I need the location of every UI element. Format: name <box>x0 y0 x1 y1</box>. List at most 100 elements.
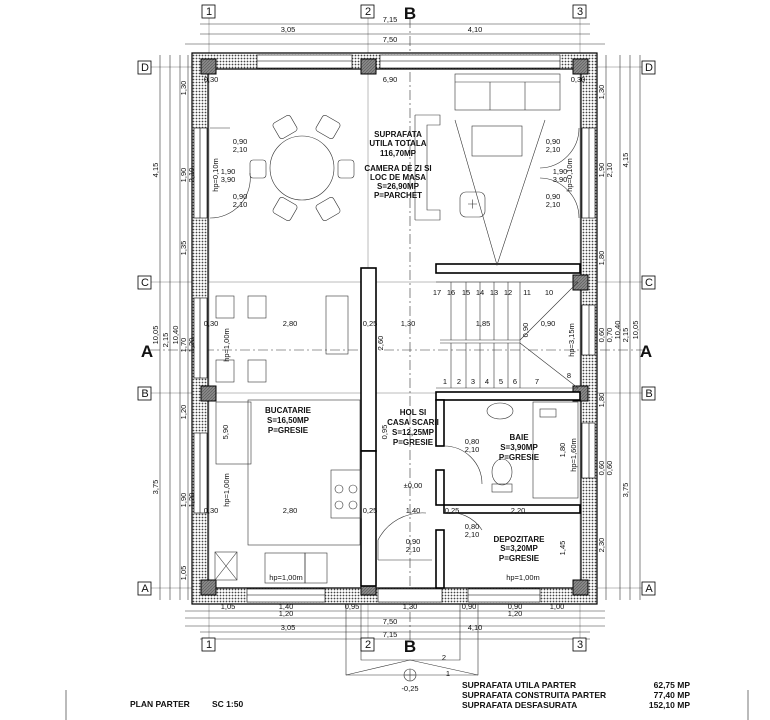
summary-label: SUPRAFATA DESFASURATA <box>462 700 577 710</box>
grid-axis-label: 2 <box>365 639 371 651</box>
dimension-label: 1,45 <box>558 541 567 556</box>
sill-height-label: hp=1,00m <box>506 573 540 582</box>
step-number: 1 <box>446 669 450 678</box>
plan-title: PLAN PARTER <box>130 699 190 709</box>
dimension-label: 7,50 <box>383 617 398 626</box>
dimension-label: 10,40 <box>613 321 622 340</box>
dimension-label: 2,80 <box>283 319 298 328</box>
exterior-walls <box>191 52 598 605</box>
interior-walls <box>360 263 581 589</box>
dimension-label: 0,90 <box>508 602 523 611</box>
room-label-living: CAMERA DE ZI SI <box>364 164 431 173</box>
stair-step-number: 7 <box>535 377 539 386</box>
dimension-label: 1,80 <box>597 251 606 266</box>
room-label-living: LOC DE MASA <box>370 173 426 182</box>
room-label-living: S=26,90MP <box>377 182 420 191</box>
stair-step-number: 17 <box>433 288 441 297</box>
dimension-label: 0,60 <box>605 461 614 476</box>
grid-axis-label: D <box>141 62 149 74</box>
step-number: 2 <box>442 653 446 662</box>
dimension-label: 10,05 <box>631 321 640 340</box>
door-size: 0,80 <box>465 522 480 531</box>
window-size: 1,90 <box>221 167 236 176</box>
stair-step-number: 13 <box>490 288 498 297</box>
sill-height-label: hp=3,15m <box>567 323 576 357</box>
dimension-label: 0,60 <box>597 328 606 343</box>
room-label-bath: S=3,90MP <box>500 443 538 452</box>
window-size: 1,90 <box>553 167 568 176</box>
section-marker-b: B <box>404 637 416 656</box>
dimension-label: 1,90 <box>179 168 188 183</box>
door-size: 2,10 <box>406 545 421 554</box>
entry-level-label: -0,25 <box>401 684 418 693</box>
room-label-hall: HOL SI <box>400 408 427 417</box>
dimension-label: 0,90 <box>462 602 477 611</box>
dimension-label: 1,40 <box>279 602 294 611</box>
dimension-label: 10,40 <box>171 326 180 345</box>
dimension-label: 0,95 <box>345 602 360 611</box>
dimension-label: 1,20 <box>279 609 294 618</box>
room-label-living: P=PARCHET <box>374 191 422 200</box>
dimension-label: 0,90 <box>521 323 530 338</box>
dimension-label: 2,20 <box>511 506 526 515</box>
door-size: 0,90 <box>233 192 248 201</box>
dimension-label: 0,95 <box>380 425 389 440</box>
dimension-label: 7,15 <box>383 15 398 24</box>
dimension-label: 1,20 <box>187 338 196 353</box>
dimension-label: 0,30 <box>204 319 219 328</box>
door-size: 0,90 <box>406 537 421 546</box>
dimension-label: 1,30 <box>597 85 606 100</box>
grid-axis-label: D <box>645 62 653 74</box>
plan-scale: SC 1:50 <box>212 699 243 709</box>
door-size: 2,10 <box>546 200 561 209</box>
dimension-label: 1,70 <box>179 338 188 353</box>
dimension-label: 1,00 <box>550 602 565 611</box>
dimension-label: 4,15 <box>621 153 630 168</box>
dimension-label: 2,80 <box>283 506 298 515</box>
door-size: 2,10 <box>465 530 480 539</box>
stair-treads <box>436 281 579 389</box>
entrance-door <box>377 512 432 561</box>
dining-set <box>249 115 355 221</box>
dimension-label: 2,10 <box>187 168 196 183</box>
door-size: 0,90 <box>233 137 248 146</box>
sill-height-label: hp=1,00m <box>222 328 231 362</box>
room-label-living: UTILA TOTALA <box>369 139 426 148</box>
staircase <box>436 281 579 389</box>
bath-fixtures <box>443 401 579 531</box>
dimension-label: 1,40 <box>406 506 421 515</box>
dimension-label: 3,75 <box>151 480 160 495</box>
summary-label: SUPRAFATA UTILA PARTER <box>462 680 576 690</box>
room-label-kitchen: S=16,50MP <box>267 416 310 425</box>
dimension-label: 10,05 <box>151 326 160 345</box>
dimension-label: 2,10 <box>605 163 614 178</box>
dimension-label: 1,80 <box>597 393 606 408</box>
dimension-label: 1,90 <box>597 163 606 178</box>
dimension-label: 0,30 <box>204 75 219 84</box>
stair-step-number: 14 <box>476 288 484 297</box>
dimension-label: 5,90 <box>221 425 230 440</box>
dimension-lines <box>159 23 641 640</box>
grid-axis-label: A <box>645 583 653 595</box>
section-marker-b: B <box>404 4 416 23</box>
grid-axis-label: A <box>141 583 149 595</box>
grid-axis-label: 3 <box>577 639 583 651</box>
dimension-label: 1,30 <box>401 319 416 328</box>
grid-axis-label: 2 <box>365 6 371 18</box>
room-label-living: 116,70MP <box>380 149 417 158</box>
dimension-label: 1,20 <box>508 609 523 618</box>
dimension-label: 0,25 <box>445 506 460 515</box>
dimension-label: 1,85 <box>476 319 491 328</box>
room-label-hall: CASA SCARII <box>387 418 439 427</box>
dimension-label: 1,30 <box>403 602 418 611</box>
dimension-label: 2,60 <box>376 336 385 351</box>
entrance-steps <box>345 604 479 682</box>
stair-step-number: 10 <box>545 288 553 297</box>
stair-step-number: 8 <box>567 371 571 380</box>
sill-height-label: hp=1,60m <box>569 438 578 472</box>
dimension-label: 0,60 <box>597 461 606 476</box>
stair-step-number: 6 <box>513 377 517 386</box>
dimension-label: 2,15 <box>161 333 170 348</box>
dimension-label: 0,90 <box>541 319 556 328</box>
